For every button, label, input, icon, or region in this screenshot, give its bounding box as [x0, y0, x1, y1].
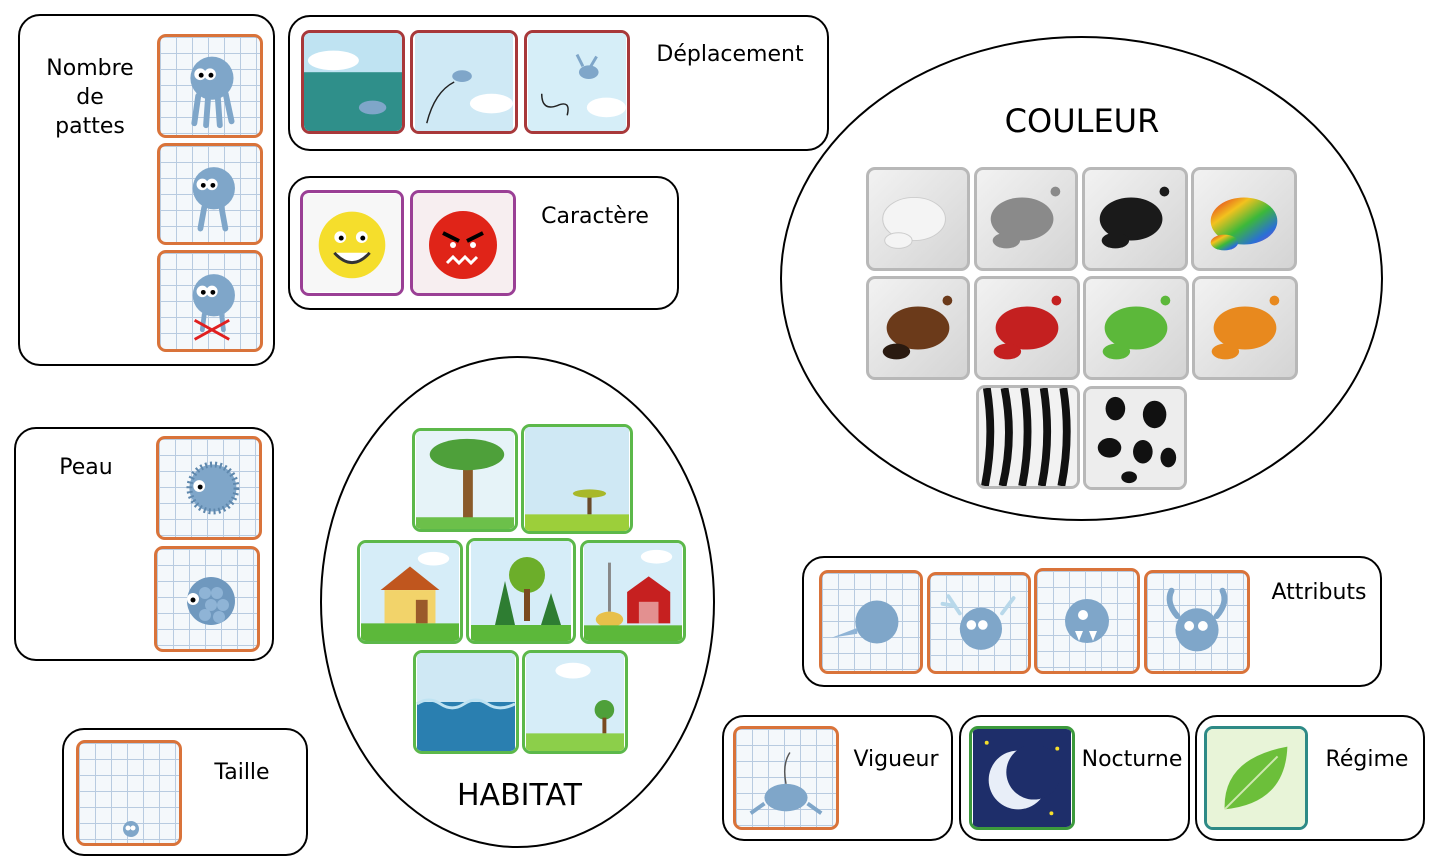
gray-blob-icon — [990, 186, 1061, 249]
nocturne-label: Nocturne — [1081, 747, 1183, 772]
rainbow-blob-icon — [1210, 197, 1278, 251]
jumping-creature-icon — [415, 33, 513, 131]
happy-face-icon — [303, 194, 401, 292]
couleur-red[interactable] — [974, 276, 1080, 380]
couleur-black[interactable] — [1082, 167, 1188, 271]
pattes-card-four-legs[interactable] — [157, 34, 263, 138]
vigueur-card-tired[interactable] — [733, 726, 839, 830]
habitat-card-house[interactable] — [357, 540, 463, 644]
farm-icon — [584, 543, 682, 641]
meadow-icon — [526, 653, 624, 751]
habitat-card-forest[interactable] — [466, 538, 576, 644]
caractere-card-happy[interactable] — [300, 190, 404, 296]
leaf-icon — [1207, 729, 1305, 827]
jungle-icon — [416, 431, 514, 529]
pattes-card-two-legs[interactable] — [157, 143, 263, 245]
caractere-label: Caractère — [541, 204, 649, 229]
regime-card-leaf[interactable] — [1204, 726, 1308, 830]
attributs-card-fangs[interactable] — [1034, 568, 1140, 674]
attributs-card-beak[interactable] — [819, 570, 923, 674]
spots-pattern-icon — [1086, 389, 1184, 487]
couleur-brown[interactable] — [866, 276, 970, 380]
taille-label: Taille — [214, 760, 270, 785]
peau-card-scales[interactable] — [154, 546, 260, 652]
vigueur-label: Vigueur — [853, 747, 939, 772]
horns-creature-icon — [1166, 587, 1228, 652]
scaly-creature-icon — [187, 577, 235, 625]
white-blob-icon — [882, 196, 946, 249]
pattes-card-no-legs[interactable] — [157, 250, 263, 352]
couleur-gray[interactable] — [974, 167, 1078, 271]
forest-icon — [471, 541, 571, 641]
angry-face-icon — [413, 193, 513, 293]
green-blob-icon — [1102, 295, 1171, 360]
moon-icon — [973, 729, 1071, 827]
habitat-label: HABITAT — [456, 778, 583, 813]
couleur-green[interactable] — [1083, 276, 1189, 380]
couleur-white[interactable] — [866, 167, 970, 271]
flying-creature-icon — [528, 33, 626, 131]
couleur-spots[interactable] — [1083, 386, 1187, 490]
peau-label: Peau — [59, 455, 113, 480]
pattes-label: Nombre de pattes — [46, 56, 134, 139]
deplacement-card-swim[interactable] — [301, 30, 405, 134]
small-creature-icon — [123, 821, 139, 837]
habitat-card-farm[interactable] — [580, 540, 686, 644]
tired-creature-icon — [749, 752, 823, 815]
red-blob-icon — [993, 295, 1062, 360]
creature-no-legs-icon — [192, 274, 235, 341]
furry-creature-icon — [186, 461, 240, 515]
creature-two-legs-icon — [192, 167, 235, 232]
black-blob-icon — [1099, 186, 1170, 249]
deplacement-card-fly[interactable] — [524, 30, 630, 134]
creature-four-legs-icon — [190, 56, 235, 129]
habitat-card-savanna[interactable] — [521, 424, 633, 534]
attributs-card-horns[interactable] — [1144, 570, 1250, 674]
habitat-card-ocean[interactable] — [413, 650, 519, 754]
habitat-card-jungle[interactable] — [412, 428, 518, 532]
swimming-creature-icon — [304, 33, 402, 131]
caractere-card-angry[interactable] — [410, 190, 516, 296]
savanna-icon — [525, 427, 629, 531]
nocturne-card-moon[interactable] — [969, 726, 1075, 830]
taille-card-small[interactable] — [76, 740, 182, 846]
couleur-orange[interactable] — [1192, 276, 1298, 380]
fangs-creature-icon — [1065, 599, 1109, 643]
beak-creature-icon — [831, 600, 899, 644]
peau-card-fur[interactable] — [156, 436, 262, 540]
deplacement-label: Déplacement — [656, 42, 804, 67]
attributs-card-antlers[interactable] — [927, 572, 1031, 674]
orange-blob-icon — [1211, 295, 1280, 360]
regime-label: Régime — [1325, 747, 1409, 772]
attributs-label: Attributs — [1271, 580, 1367, 605]
couleur-label: COULEUR — [1004, 102, 1160, 140]
brown-blob-icon — [882, 295, 953, 360]
deplacement-card-jump[interactable] — [410, 30, 518, 134]
antlers-creature-icon — [940, 594, 1016, 650]
ocean-icon — [416, 653, 516, 751]
couleur-zebra[interactable] — [976, 385, 1080, 489]
habitat-card-meadow[interactable] — [522, 650, 628, 754]
house-icon — [361, 543, 459, 641]
couleur-rainbow[interactable] — [1191, 167, 1297, 271]
zebra-pattern-icon — [979, 388, 1077, 486]
